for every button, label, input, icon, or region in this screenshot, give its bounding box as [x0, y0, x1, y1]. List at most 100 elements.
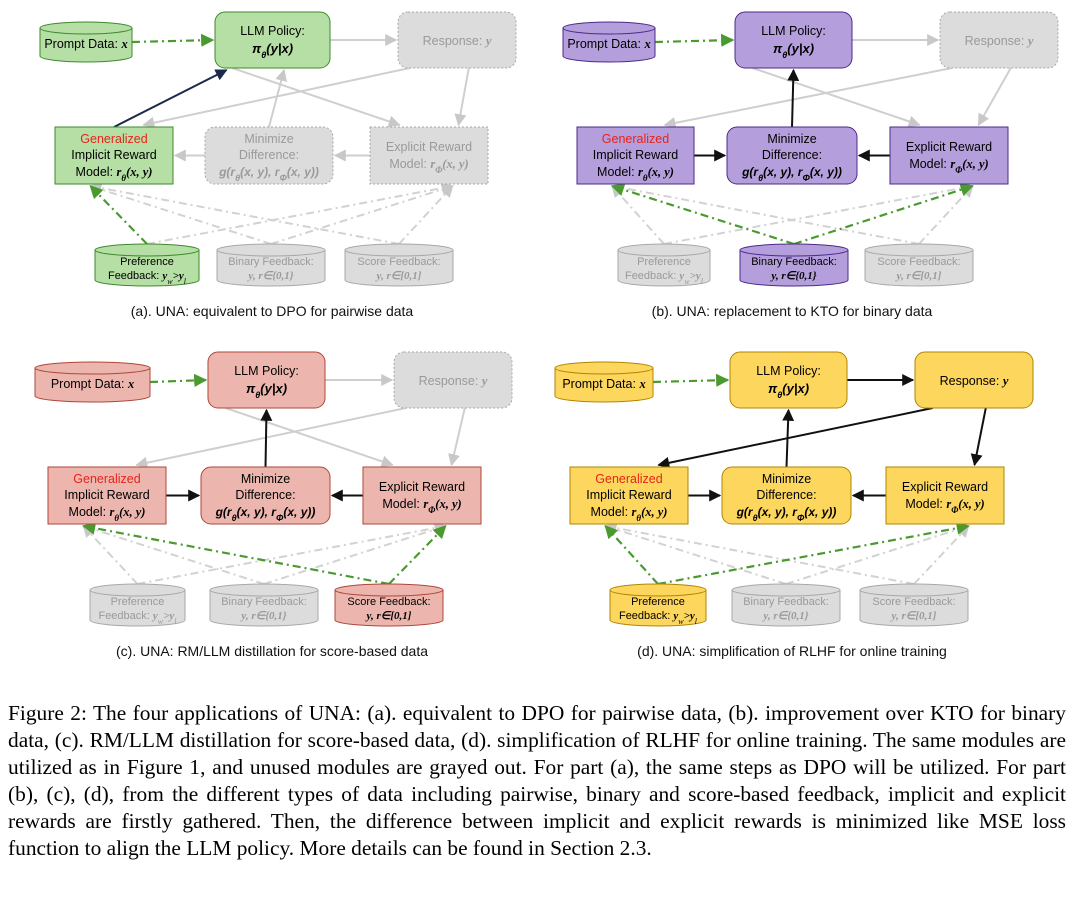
svg-text:Difference:: Difference:	[239, 148, 299, 162]
panel-c: Prompt Data: x LLM Policy:πθ(y|x) Response…	[34, 351, 513, 659]
svg-text:πθ(y|x): πθ(y|x)	[252, 41, 293, 60]
svg-text:g(rθ(x, y), rΦ(x, y)): g(rθ(x, y), rΦ(x, y))	[218, 165, 319, 183]
arrow-pref-expl-active	[657, 521, 970, 586]
svg-text:Feedback: yw>yl: Feedback: yw>yl	[98, 610, 177, 626]
svg-text:Difference:: Difference:	[756, 488, 816, 502]
response-node: Response: y	[393, 351, 513, 409]
score-feedback-node: Score Feedback:y, r∈[0,1]	[344, 243, 454, 287]
response-node: Response: y	[397, 11, 517, 69]
arrow-response-explicit	[454, 67, 470, 127]
arrow-bin-expl	[785, 523, 970, 585]
arrow-score-impl	[604, 522, 915, 585]
arrow-min-llm	[268, 68, 288, 128]
arrow-score-expl-active	[388, 525, 447, 585]
svg-text:Model: rθ(x, y): Model: rθ(x, y)	[597, 165, 674, 183]
svg-text:Model: rθ(x, y): Model: rθ(x, y)	[76, 165, 153, 183]
binary-feedback-node: Binary Feedback:y, r∈{0,1}	[731, 583, 841, 627]
svg-text:y, r∈{0,1}: y, r∈{0,1}	[761, 610, 808, 622]
score-feedback-node: Score Feedback:y, r∈[0,1]	[334, 583, 444, 627]
svg-text:LLM Policy:: LLM Policy:	[761, 24, 826, 38]
svg-text:y, r∈[0,1]: y, r∈[0,1]	[890, 610, 937, 622]
llm-policy-node: LLM Policy:πθ(y|x)	[207, 351, 326, 409]
svg-text:y, r∈{0,1}: y, r∈{0,1}	[239, 610, 286, 622]
llm-policy-node: LLM Policy: πθ(y|x)	[214, 11, 331, 69]
svg-text:Prompt Data: x: Prompt Data: x	[567, 37, 650, 51]
svg-text:Explicit Reward: Explicit Reward	[902, 480, 988, 494]
svg-text:Feedback: yw>yl: Feedback: yw>yl	[108, 270, 187, 286]
arrow-bin-expl-active	[793, 183, 974, 246]
svg-text:Response: y: Response: y	[940, 374, 1009, 388]
svg-text:Score Feedback:: Score Feedback:	[877, 256, 960, 268]
panel-caption-b: (b). UNA: replacement to KTO for binary …	[652, 303, 933, 319]
prompt-data-node: Prompt Data: x	[34, 361, 151, 403]
svg-text:Implicit Reward: Implicit Reward	[586, 488, 671, 502]
svg-text:Score Feedback:: Score Feedback:	[872, 596, 955, 608]
svg-text:Explicit Reward: Explicit Reward	[379, 480, 465, 494]
svg-text:LLM Policy:: LLM Policy:	[234, 364, 299, 378]
prompt-data-node: Prompt Data: x	[554, 361, 654, 403]
arrow-pref-impl	[611, 185, 665, 245]
svg-text:Implicit Reward: Implicit Reward	[593, 148, 678, 162]
svg-text:g(rθ(x, y), rΦ(x, y)): g(rθ(x, y), rΦ(x, y))	[215, 505, 316, 523]
svg-text:Response: y: Response: y	[423, 34, 492, 48]
arrow-prompt-llm	[652, 373, 730, 387]
arrow-score-impl	[89, 182, 400, 245]
svg-text:Binary Feedback:: Binary Feedback:	[228, 256, 314, 268]
una-applications-diagram: Prompt Data: x LLM Policy: πθ(y|x) Response…	[34, 11, 1059, 659]
arrow-score-impl-active	[82, 521, 390, 586]
svg-text:Model: rθ(x, y): Model: rθ(x, y)	[69, 505, 146, 523]
svg-text:Generalized: Generalized	[602, 132, 669, 146]
arrow-min-llm	[260, 408, 273, 468]
svg-text:LLM Policy:: LLM Policy:	[240, 24, 305, 38]
panel-caption-c: (c). UNA: RM/LLM distillation for score-…	[116, 643, 428, 659]
panel-caption-d: (d). UNA: simplification of RLHF for onl…	[637, 643, 947, 659]
svg-text:Difference:: Difference:	[235, 488, 295, 502]
svg-text:Response: y: Response: y	[419, 374, 488, 388]
svg-text:y, r∈{0,1}: y, r∈{0,1}	[246, 270, 293, 282]
arrow-pref-impl	[82, 525, 139, 585]
svg-text:Difference:: Difference:	[762, 148, 822, 162]
svg-text:Response: y: Response: y	[965, 34, 1034, 48]
arrow-bin-expl	[263, 523, 447, 585]
arrow-min-llm	[787, 68, 800, 128]
svg-text:Minimize: Minimize	[241, 472, 290, 486]
arrow-response-implicit	[663, 67, 952, 129]
arrow-response-explicit	[977, 67, 1012, 127]
arrow-score-impl	[610, 182, 920, 245]
svg-text:y, r∈[0,1]: y, r∈[0,1]	[375, 270, 422, 282]
arrow-bin-expl	[270, 183, 454, 245]
svg-text:Model: rΦ(x, y): Model: rΦ(x, y)	[905, 497, 984, 515]
arrow-implicit-llm	[113, 69, 228, 128]
svg-text:Preference: Preference	[637, 256, 691, 268]
svg-text:Preference: Preference	[631, 596, 685, 608]
svg-text:y, r∈[0,1]: y, r∈[0,1]	[895, 270, 942, 282]
arrow-prompt-llm	[149, 373, 208, 388]
arrow-pref-expl	[146, 182, 454, 245]
svg-text:y, r∈{0,1}: y, r∈{0,1}	[769, 270, 816, 282]
svg-text:Feedback: yw>yl: Feedback: yw>yl	[619, 610, 698, 626]
svg-text:Binary Feedback:: Binary Feedback:	[751, 256, 837, 268]
svg-text:Prompt Data: x: Prompt Data: x	[51, 377, 134, 391]
arrow-llm-explicit	[752, 67, 921, 128]
binary-feedback-node: Binary Feedback: y, r∈{0,1}	[739, 243, 849, 287]
arrow-bin-impl-active	[610, 183, 795, 246]
svg-text:LLM Policy:: LLM Policy:	[756, 364, 821, 378]
svg-text:Minimize: Minimize	[762, 472, 811, 486]
svg-text:Minimize: Minimize	[767, 132, 816, 146]
svg-text:Preference: Preference	[111, 596, 165, 608]
svg-text:Implicit Reward: Implicit Reward	[71, 148, 156, 162]
svg-text:Preference: Preference	[120, 256, 174, 268]
score-feedback-node: Score Feedback: y, r∈[0,1]	[864, 243, 974, 287]
arrow-pref-impl-active	[604, 525, 659, 585]
arrow-pref-expl	[663, 182, 974, 245]
